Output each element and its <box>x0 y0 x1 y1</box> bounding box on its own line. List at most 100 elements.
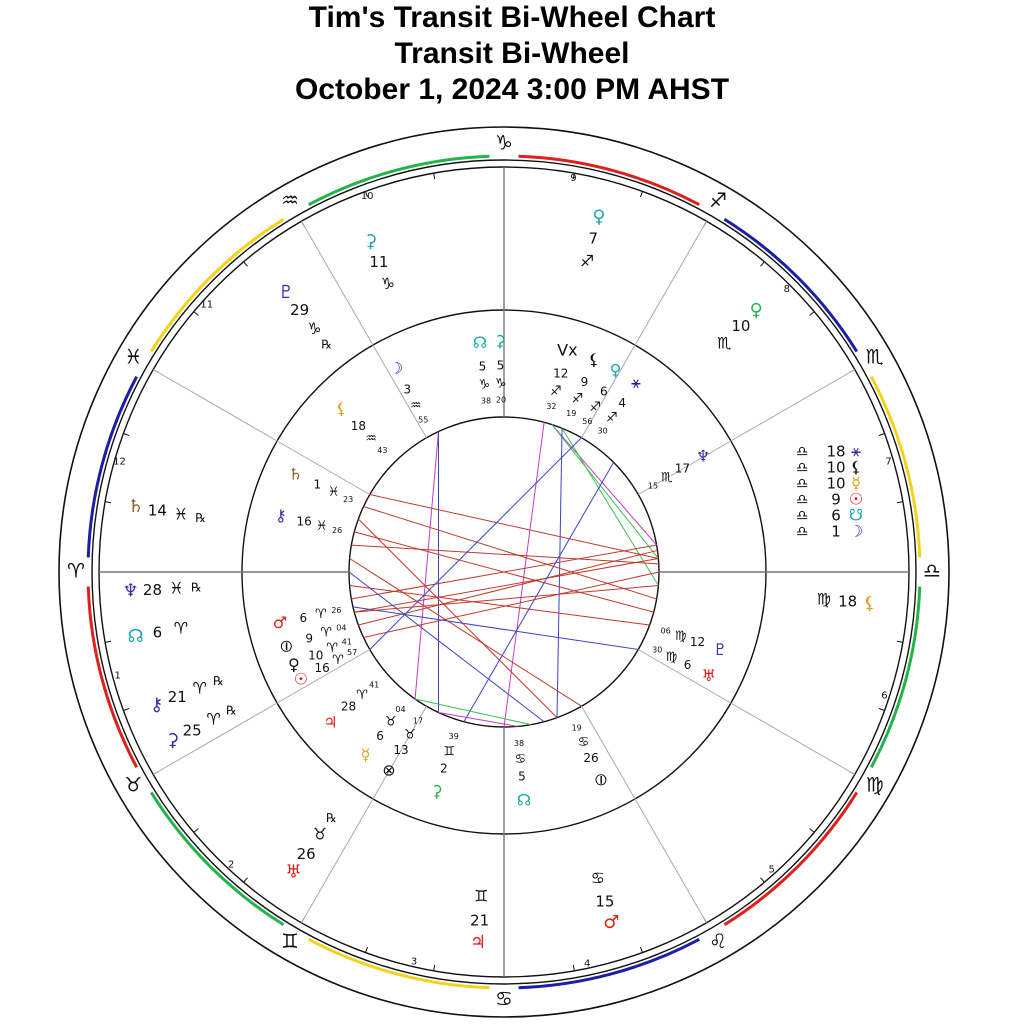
natal-planet-glyph: ☊ <box>517 791 531 810</box>
natal-planet-minutes: 20 <box>496 396 506 405</box>
degree-tick <box>123 433 130 437</box>
degree-tick <box>193 828 199 833</box>
transit-planet-sign: ♍ <box>817 589 831 608</box>
natal-planet-sign: ♋ <box>578 735 590 750</box>
sign-glyph: ♎ <box>923 559 941 583</box>
natal-planet-glyph: ⚹ <box>631 373 641 392</box>
aspect-line <box>363 571 660 638</box>
transit-planet-degree: 21 <box>470 912 489 930</box>
aspect-line <box>551 424 659 559</box>
natal-planet-degree: 3 <box>403 383 411 397</box>
degree-tick <box>365 191 369 198</box>
natal-planet-minutes: 26 <box>332 526 342 535</box>
transit-planet-glyph: ⚹ <box>851 442 861 461</box>
natal-planet-minutes: 17 <box>413 716 423 725</box>
sign-glyph: ♍ <box>866 773 884 797</box>
aspect-line <box>363 506 657 600</box>
degree-tick <box>433 964 436 971</box>
transit-planet-glyph: ♇ <box>278 282 294 303</box>
transit-planet-degree: 21 <box>168 688 187 706</box>
natal-planet-sign: ♋ <box>515 752 527 767</box>
aspect-line <box>348 571 545 723</box>
wheel-ring <box>91 159 917 985</box>
wheel-ring <box>58 126 950 1018</box>
transit-planet-sign: ♎ <box>796 460 809 476</box>
aspect-line <box>414 698 532 726</box>
natal-planet-degree: 2 <box>440 761 448 775</box>
natal-planet-sign: ♓ <box>328 485 340 500</box>
transit-planet-glyph: ⚷ <box>150 694 163 715</box>
natal-planet-degree: 10 <box>308 648 323 662</box>
degree-tick <box>809 828 815 833</box>
transit-planet-glyph: ☋ <box>849 506 863 525</box>
transit-planet-sign: ♎ <box>796 524 809 540</box>
house-cusp-line <box>637 369 855 495</box>
aspect-line <box>556 428 563 718</box>
degree-tick <box>433 173 436 180</box>
natal-planet-degree: 13 <box>393 743 408 757</box>
natal-planet-minutes: 39 <box>449 732 459 741</box>
house-cusp-line <box>153 649 371 775</box>
natal-planet-minutes: 15 <box>648 482 658 491</box>
natal-planet-minutes: 19 <box>566 409 576 418</box>
natal-planet-degree: 9 <box>581 375 589 389</box>
degree-tick <box>878 707 885 711</box>
natal-planets: ☊5♑38⚳5♑20☽3♒55⚸18♒43♄1♓23⚷16♓26♂6♈26⦶9♈… <box>273 332 728 810</box>
natal-planet-minutes: 38 <box>514 739 524 748</box>
house-cusp-line <box>581 705 707 923</box>
transit-planet-degree: 10 <box>826 459 845 477</box>
natal-planet-glyph: ⚸ <box>336 399 348 418</box>
degree-tick <box>243 261 248 267</box>
transit-planet-glyph: ⚳ <box>166 730 179 751</box>
natal-planet-degree: 12 <box>553 366 568 380</box>
natal-planet-minutes: 04 <box>336 623 346 632</box>
natal-planet-sign: ♉ <box>404 727 416 742</box>
aspect-line <box>414 431 439 700</box>
natal-planet-glyph: ⚷ <box>275 506 287 525</box>
aspect-line <box>358 549 658 626</box>
degree-tick <box>639 191 643 198</box>
degree-tick <box>760 261 765 267</box>
transit-planet-sign: ♊ <box>474 887 488 906</box>
natal-planet-minutes: 26 <box>331 606 341 615</box>
natal-planet-minutes: 57 <box>347 648 357 657</box>
natal-planet-minutes: 43 <box>377 446 387 455</box>
degree-tick <box>105 640 112 643</box>
natal-planet-sign: ♉ <box>385 715 397 730</box>
aspect-line <box>357 518 558 719</box>
zodiac-band-arc <box>869 375 922 558</box>
natal-planet-minutes: 06 <box>661 626 671 635</box>
transit-planet-sign: ♋ <box>591 868 605 887</box>
natal-planet-sign: ♈ <box>320 626 332 641</box>
transit-planet-sign: ♓ <box>174 505 188 524</box>
natal-planet-sign: ♒ <box>365 432 377 447</box>
natal-planet-glyph: Vx <box>557 340 577 359</box>
natal-planet-sign: ♈ <box>326 641 338 656</box>
aspect-line <box>349 558 582 707</box>
house-cusp-line <box>301 221 427 439</box>
natal-planet-minutes: 04 <box>395 705 405 714</box>
zodiac-band-arc <box>723 217 859 353</box>
zodiac-band-arc <box>307 937 490 990</box>
natal-planet-sign: ♈ <box>315 607 327 622</box>
natal-planet-glyph: ☊ <box>473 333 487 352</box>
zodiac-band-arc <box>869 586 922 769</box>
natal-planet-sign: ♈ <box>332 653 344 668</box>
natal-planet-glyph: ☿ <box>361 745 371 764</box>
natal-planet-glyph: ☽ <box>389 358 403 377</box>
natal-planet-glyph: ♀ <box>610 360 622 379</box>
transit-planet-sign: ♐ <box>580 251 594 270</box>
transit-planets: ⚳11♑♀7♐♀10♏♇29♑℞♄14♓℞♆28♓℞☊6♈⚷21♈℞⚳25♈℞♅… <box>122 207 876 954</box>
transit-planet-glyph: ⚸ <box>850 458 862 477</box>
transit-planet-degree: 10 <box>731 317 750 335</box>
degree-tick <box>572 964 575 971</box>
zodiac-band-arc <box>723 791 859 927</box>
transit-planet-glyph: ☽ <box>849 522 863 541</box>
aspect-line <box>349 585 650 626</box>
house-number-label: 4 <box>584 958 590 969</box>
degree-tick <box>572 173 575 180</box>
zodiac-band-arc <box>518 154 701 207</box>
sign-glyph: ♉ <box>124 773 142 797</box>
natal-planet-glyph: ⊗ <box>382 761 395 780</box>
